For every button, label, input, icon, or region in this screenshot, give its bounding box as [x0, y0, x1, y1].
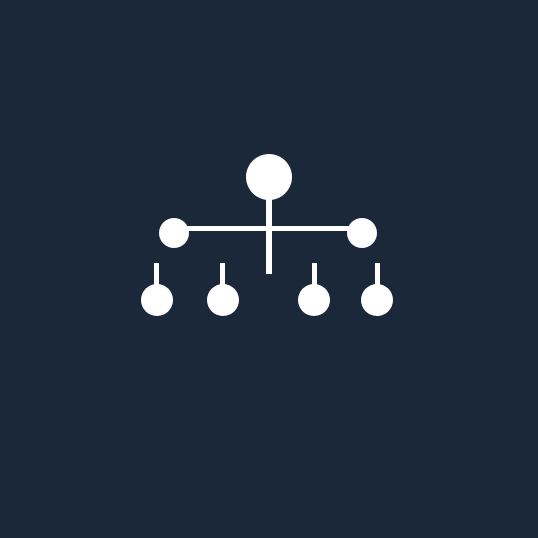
- leaf-stem-4: [375, 263, 380, 289]
- trunk-line: [266, 195, 272, 274]
- leaf-stem-2: [220, 263, 225, 289]
- branch-line: [174, 226, 364, 231]
- root-node: [246, 154, 292, 200]
- leaf-node-3: [298, 284, 330, 316]
- leaf-node-2: [207, 284, 239, 316]
- leaf-stem-3: [312, 263, 317, 289]
- leaf-stem-1: [154, 263, 159, 289]
- mid-node-left: [159, 218, 189, 248]
- mid-node-right: [347, 218, 377, 248]
- leaf-node-4: [361, 284, 393, 316]
- leaf-node-1: [141, 284, 173, 316]
